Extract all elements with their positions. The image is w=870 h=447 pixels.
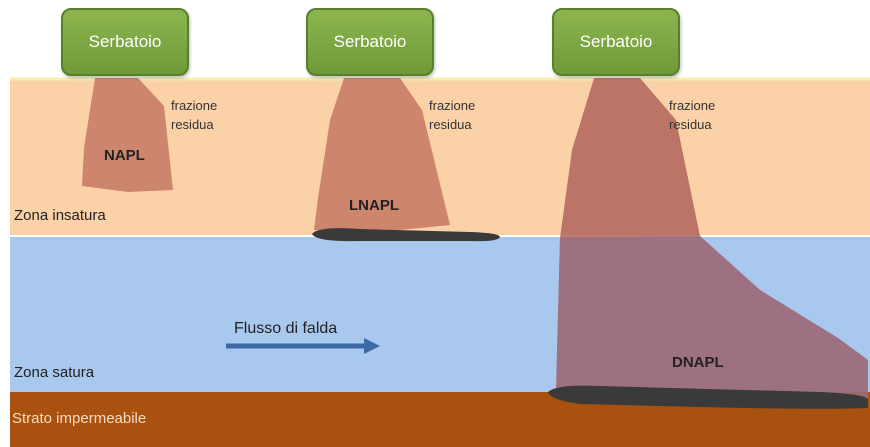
napl-plume xyxy=(82,78,173,192)
saturated-zone-label: Zona satura xyxy=(14,364,95,381)
tank-2: Serbatoio xyxy=(306,8,434,76)
tank-3: Serbatoio xyxy=(552,8,680,76)
flow-label: Flusso di falda xyxy=(234,320,338,337)
lnapl-label: LNAPL xyxy=(349,197,399,214)
residual-label-2-line2: residua xyxy=(429,117,472,132)
residual-label-1-line1: frazione xyxy=(171,98,218,113)
lnapl-plume xyxy=(314,78,450,232)
residual-label-2-line1: frazione xyxy=(429,98,476,113)
tank-1: Serbatoio xyxy=(61,8,189,76)
residual-label-2: frazione residua xyxy=(429,96,475,134)
impermeable-layer-label: Strato impermeabile xyxy=(12,410,147,427)
flow-arrow-head xyxy=(364,338,380,354)
napl-label: NAPL xyxy=(104,147,145,164)
residual-label-1-line2: residua xyxy=(171,117,214,132)
dnapl-label: DNAPL xyxy=(672,354,724,371)
residual-label-3-line1: frazione xyxy=(669,98,716,113)
dnapl-overlap-shade xyxy=(556,236,868,400)
unsaturated-zone-label: Zona insatura xyxy=(14,207,106,224)
lnapl-pool xyxy=(312,228,500,242)
residual-label-3-line2: residua xyxy=(669,117,712,132)
dnapl-pool xyxy=(548,385,868,409)
residual-label-3: frazione residua xyxy=(669,96,715,134)
residual-label-1: frazione residua xyxy=(171,96,217,134)
